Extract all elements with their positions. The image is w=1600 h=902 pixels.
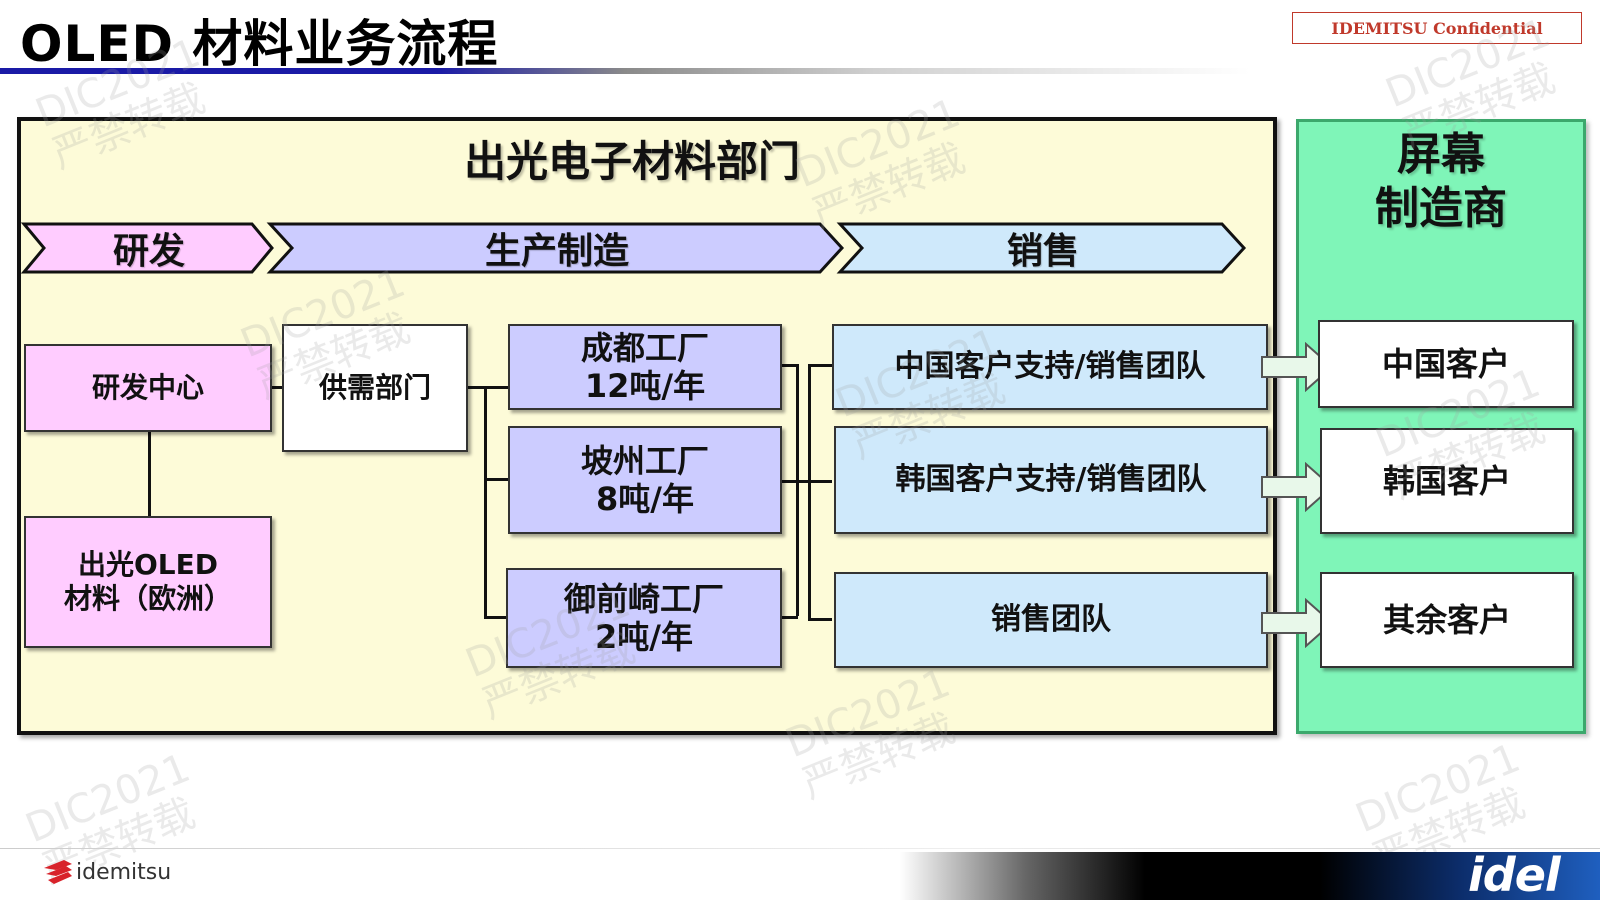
sales-team-box-2: 韩国客户支持/销售团队	[834, 426, 1268, 534]
connector-out-2	[782, 480, 816, 483]
connector-factory-bus	[484, 386, 487, 618]
customer-label: 中国客户	[1381, 344, 1510, 383]
flow-arrow-3	[1261, 598, 1334, 648]
factory-name: 坡州工厂	[580, 441, 709, 480]
stage-label-research: 研发	[112, 231, 185, 272]
connector-sales-2	[808, 480, 832, 483]
connector-rnd-vertical	[148, 432, 151, 516]
company-name: idemitsu	[76, 860, 172, 885]
idemitsu-logo-icon	[44, 860, 72, 884]
connector-sales-bus	[808, 364, 811, 620]
customer-box-korea: 韩国客户	[1320, 428, 1574, 534]
rnd-center-label: 研发中心	[91, 371, 204, 405]
footer-rule	[0, 848, 1600, 849]
connector-out-bus-a	[796, 364, 799, 616]
connector-sales-3	[808, 618, 832, 621]
factory-box-1: 成都工厂 12吨/年	[508, 324, 782, 410]
factory-capacity: 2吨/年	[595, 618, 693, 656]
customer-box-china: 中国客户	[1318, 320, 1574, 408]
supply-department-label: 供需部门	[318, 371, 431, 405]
sales-team-label: 中国客户支持/销售团队	[894, 349, 1206, 384]
page-title: OLED 材料业务流程	[20, 15, 499, 73]
sales-team-label: 韩国客户支持/销售团队	[895, 462, 1207, 497]
supply-department-box: 供需部门	[282, 324, 468, 452]
footer-logo: idel	[1468, 848, 1561, 902]
stage-label-production: 生产制造	[484, 231, 629, 272]
title-underline	[0, 68, 1250, 74]
stage-label-sales: 销售	[1006, 231, 1079, 272]
rnd-europe-line2: 材料（欧洲）	[63, 582, 232, 615]
customer-label: 其余客户	[1382, 600, 1511, 639]
factory-capacity: 12吨/年	[584, 367, 706, 405]
factory-box-2: 坡州工厂 8吨/年	[508, 426, 782, 534]
confidential-label: IDEMITSU Confidential	[1292, 12, 1582, 44]
maker-title: 屏幕 制造商	[1296, 128, 1586, 236]
factory-name: 御前崎工厂	[563, 579, 724, 618]
connector-factory-2	[484, 478, 508, 481]
maker-title-line2: 制造商	[1375, 183, 1507, 234]
sales-team-box-1: 中国客户支持/销售团队	[832, 324, 1268, 410]
connector-factory-3	[484, 616, 508, 619]
customer-box-others: 其余客户	[1320, 572, 1574, 668]
factory-capacity: 8吨/年	[596, 480, 694, 518]
connector-sales-1	[808, 364, 832, 367]
rnd-center-box: 研发中心	[24, 344, 272, 432]
chevron-production	[266, 222, 845, 274]
customer-label: 韩国客户	[1382, 461, 1511, 500]
connector-out-3	[782, 616, 798, 619]
maker-title-line1: 屏幕	[1397, 129, 1485, 180]
factory-name: 成都工厂	[580, 328, 709, 367]
connector-rnd-supply	[272, 386, 284, 389]
connector-out-1	[782, 364, 798, 367]
factory-box-3: 御前崎工厂 2吨/年	[506, 568, 782, 668]
chevron-research	[20, 222, 274, 274]
rnd-europe-box: 出光OLED 材料（欧洲）	[24, 516, 272, 648]
connector-supply-bus	[468, 386, 508, 389]
sales-team-label: 销售团队	[991, 602, 1111, 637]
chevron-sales	[836, 222, 1247, 274]
flow-arrow-2	[1261, 462, 1334, 512]
department-title: 出光电子材料部门	[463, 137, 800, 186]
rnd-europe-line1: 出光OLED	[77, 548, 218, 582]
footer-band	[900, 852, 1600, 900]
sales-team-box-3: 销售团队	[834, 572, 1268, 668]
